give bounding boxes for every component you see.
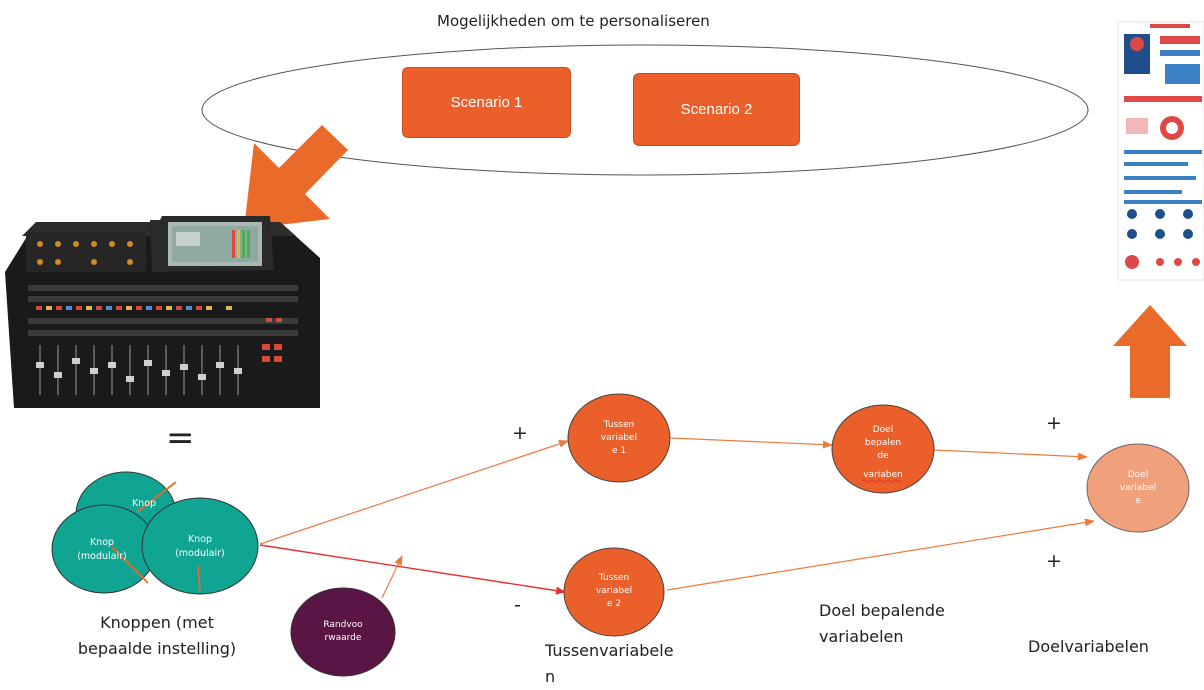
doel-label-line2: variabel xyxy=(1120,483,1156,493)
knop-left-label-line1: Knop xyxy=(90,537,114,548)
scenario-2-box: Scenario 2 xyxy=(633,73,800,146)
tussenvariabelen-label-line2: n xyxy=(545,667,556,686)
tussenvariabelen-label: Tussenvariabele n xyxy=(545,638,674,690)
doelbepalend-label-line2: bepalen xyxy=(865,438,901,448)
tussen2-label-line3: e 2 xyxy=(607,599,621,609)
tussen1-label-line1: Tussen xyxy=(603,420,634,430)
knoppen-label-line1: Knoppen (met xyxy=(100,613,214,632)
doelvariabelen-label: Doelvariabelen xyxy=(1028,637,1149,656)
doelbepalend-label-line4: variaben xyxy=(863,470,903,480)
arrow-randvoorwaarde-up xyxy=(381,555,403,599)
doel-variabele-circle xyxy=(1086,443,1190,533)
tussen2-label-line2: variabel xyxy=(596,586,632,596)
doelbepalend-label-line3: de xyxy=(877,451,889,461)
tussen1-label-line2: variabel xyxy=(601,433,637,443)
knop-circle-right xyxy=(141,497,259,595)
knop-circle-left xyxy=(51,504,157,594)
doel-bepalende-label-line1: Doel bepalende xyxy=(819,601,945,620)
down-left-arrow xyxy=(244,125,348,229)
arrow-knop-to-tussen1 xyxy=(259,440,569,545)
sign-plus-top: + xyxy=(512,422,528,444)
personalisation-ellipse xyxy=(201,44,1089,176)
knop-right-label-line2: (modulair) xyxy=(175,548,225,559)
tussenvariabelen-label-line1: Tussenvariabele xyxy=(545,641,674,660)
arrow-knop-to-tussen2 xyxy=(259,544,566,595)
doel-bepalende-variabelen-label: Doel bepalende variabelen xyxy=(819,598,945,650)
diagram-title: Mogelijkheden om te personaliseren xyxy=(437,12,710,30)
tussen-variabele-2-circle xyxy=(563,547,665,637)
knoppen-cluster: Knop Knop (modulair) Knop (modulair) xyxy=(51,471,259,595)
arrow-tussen2-to-doel xyxy=(666,518,1095,591)
randvoorwaarde-label-line2: rwaarde xyxy=(325,633,362,643)
arrow-doelbepalend-to-doel xyxy=(933,449,1088,461)
knop-back-label: Knop xyxy=(132,498,156,509)
infographic-thumbnail xyxy=(1117,21,1204,281)
tussen1-label-line3: e 1 xyxy=(612,446,626,456)
arrow-tussen1-to-doelbepalend xyxy=(670,437,833,449)
equals-sign: = xyxy=(166,418,195,458)
tussen-variabele-1-circle xyxy=(567,393,671,483)
doel-bepalende-label-line2: variabelen xyxy=(819,627,904,646)
mixing-console-image xyxy=(5,216,320,408)
sign-plus-right-bottom: + xyxy=(1046,550,1062,572)
sign-plus-right-top: + xyxy=(1046,412,1062,434)
spellcheck-squiggle xyxy=(861,479,903,483)
tussen2-label-line1: Tussen xyxy=(598,573,629,583)
doelbepalend-label-line1: Doel xyxy=(873,425,893,435)
up-arrow xyxy=(1113,305,1187,398)
scenario-1-box: Scenario 1 xyxy=(402,67,571,138)
knop-left-label-line2: (modulair) xyxy=(77,551,127,562)
sign-minus: - xyxy=(514,594,521,616)
doel-bepalende-variabelen-circle xyxy=(831,404,935,494)
randvoorwaarde-label-line1: Randvoo xyxy=(323,620,363,630)
knoppen-label-line2: bepaalde instelling) xyxy=(77,639,237,658)
knoppen-label: Knoppen (met bepaalde instelling) xyxy=(54,610,260,662)
doel-label-line3: e xyxy=(1135,496,1141,506)
randvoorwaarde-circle xyxy=(290,587,396,677)
knop-right-label-line1: Knop xyxy=(188,534,212,545)
doel-label-line1: Doel xyxy=(1128,470,1148,480)
